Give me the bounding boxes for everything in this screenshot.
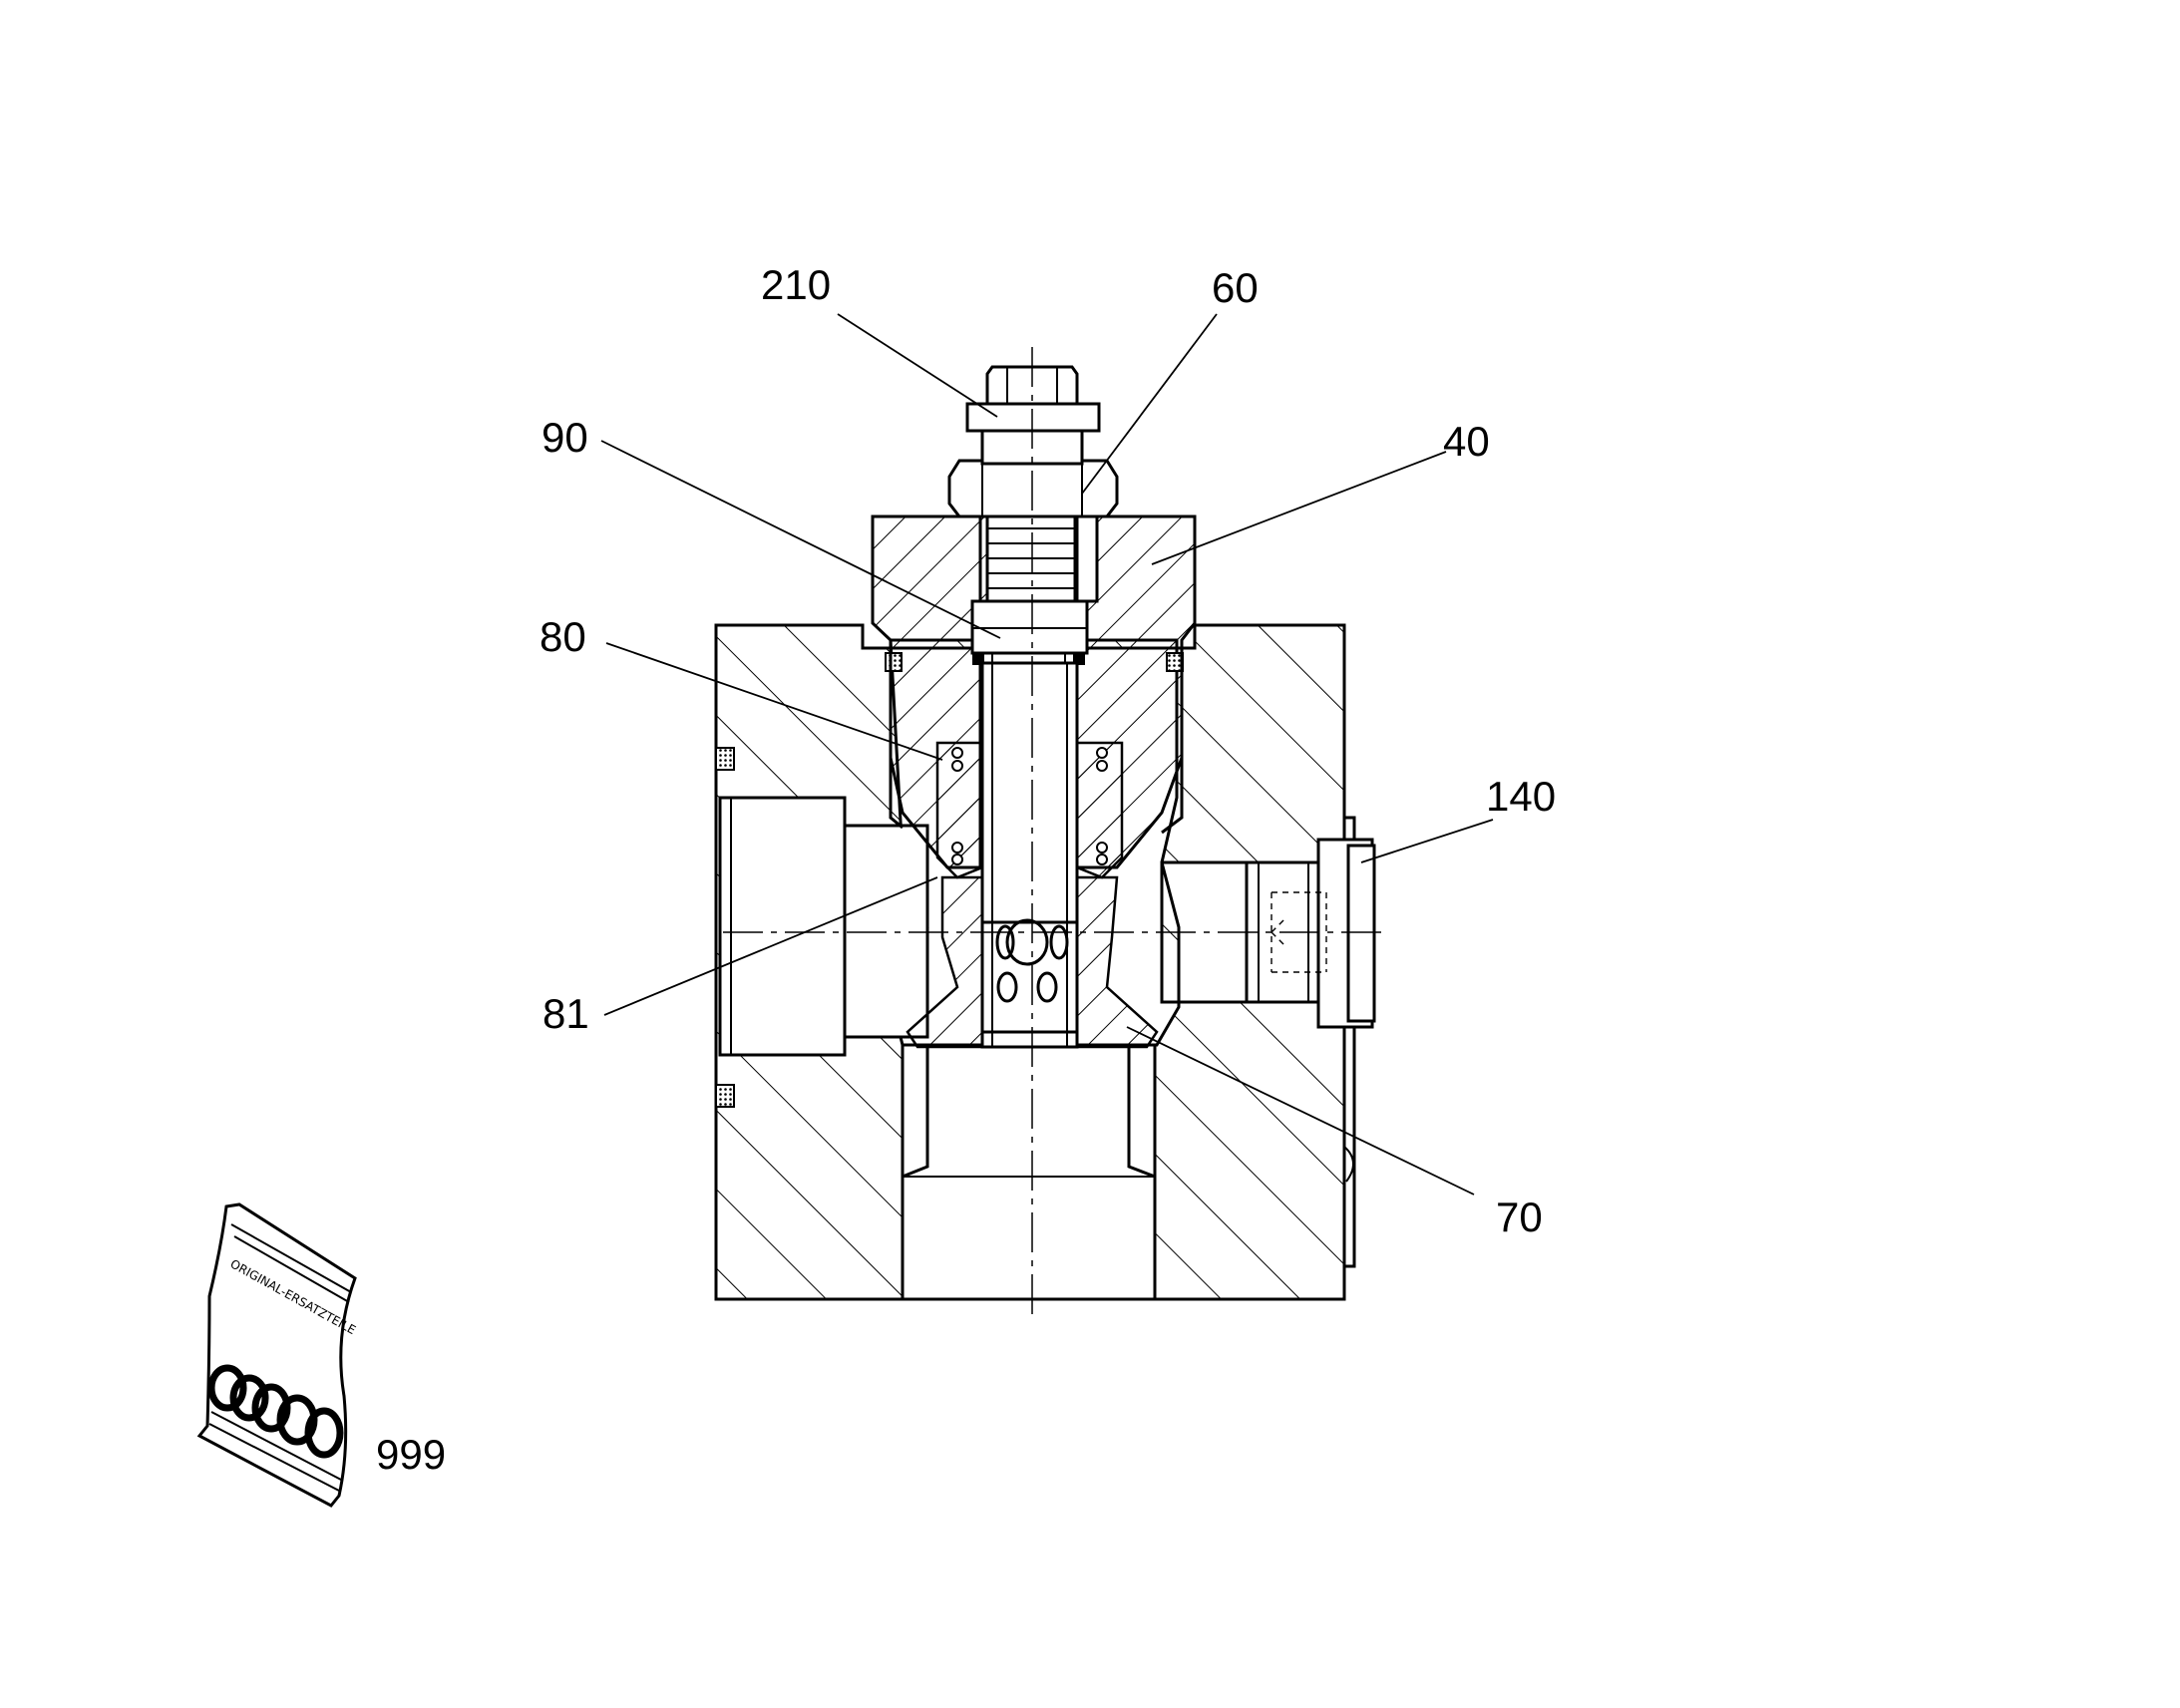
body-seal-lower	[715, 1084, 735, 1108]
leader-lines	[600, 313, 1494, 1196]
plug-140	[1245, 838, 1376, 1029]
callout-81: 81	[543, 990, 589, 1037]
sleeve-80	[935, 741, 1124, 879]
callout-210: 210	[761, 261, 831, 308]
callout-70: 70	[1496, 1194, 1543, 1240]
valve-spool	[980, 661, 1079, 1049]
callout-90: 90	[542, 414, 588, 461]
seat-70	[906, 875, 1159, 1049]
left-port-plug	[718, 796, 929, 1057]
callout-40: 40	[1443, 418, 1490, 465]
stem-90	[970, 512, 1089, 655]
o-rings	[207, 1364, 344, 1459]
callout-60: 60	[1212, 264, 1259, 311]
callout-140: 140	[1486, 773, 1556, 820]
lock-nut-60	[947, 459, 1119, 518]
seal-kit-bag-999: ORIGINAL-ERSATZTEILE	[196, 1202, 358, 1508]
body-seal-upper	[715, 747, 735, 771]
callout-999: 999	[376, 1431, 446, 1478]
callout-80: 80	[540, 613, 586, 660]
housing-seal-left	[885, 652, 903, 672]
cap-screw-210	[965, 365, 1101, 466]
